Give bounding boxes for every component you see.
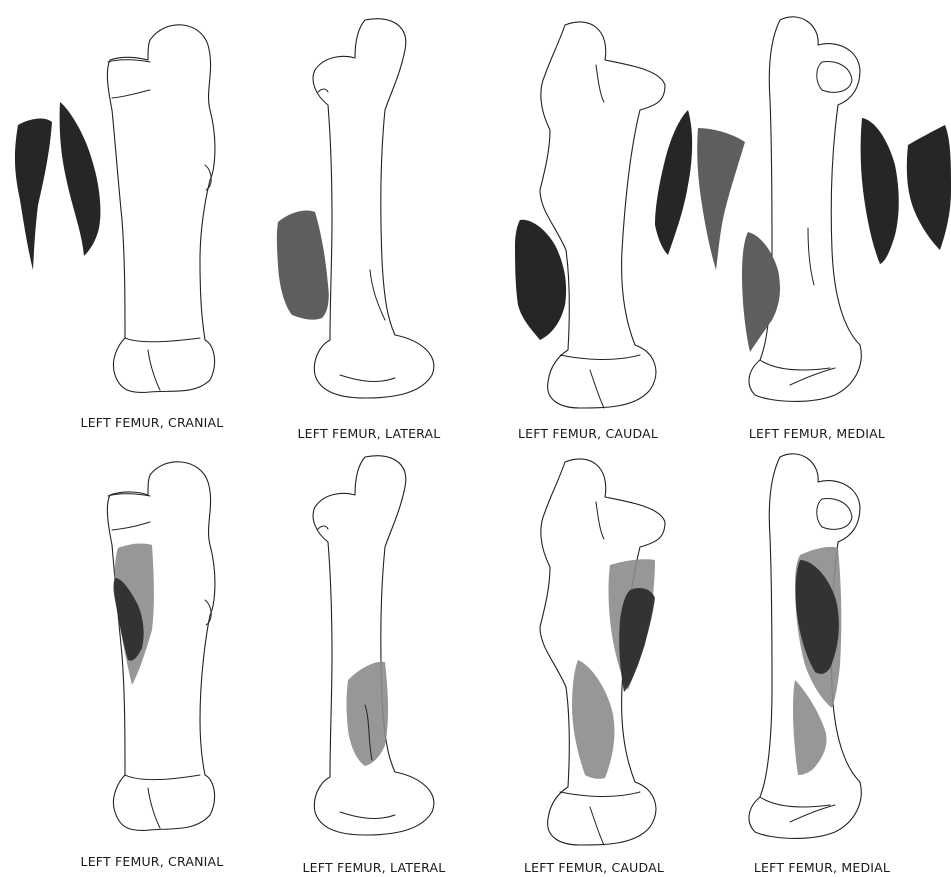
femur-outline-caudal [540, 459, 665, 845]
caption: LEFT FEMUR, CAUDAL [518, 426, 658, 441]
caption: LEFT FEMUR, CAUDAL [524, 860, 664, 875]
fragment-1 [15, 118, 52, 270]
fragment-8 [861, 118, 899, 264]
caption: LEFT FEMUR, CRANIAL [81, 415, 224, 430]
caption: LEFT FEMUR, LATERAL [298, 426, 441, 441]
femur-outline-cranial [107, 25, 215, 393]
caption: LEFT FEMUR, LATERAL [303, 860, 446, 875]
fragment-5 [655, 110, 692, 255]
femur-outline-medial [749, 17, 861, 402]
row-2: LEFT FEMUR, CRANIAL LEFT FEMUR, LATERAL … [81, 454, 891, 875]
femur-outline-caudal [540, 22, 665, 408]
femur-outline-lateral [313, 456, 434, 835]
panel-medial-row1: LEFT FEMUR, MEDIAL [742, 17, 951, 441]
panel-caudal-row1: LEFT FEMUR, CAUDAL [515, 22, 745, 441]
panel-medial-row2: LEFT FEMUR, MEDIAL [749, 454, 890, 875]
femur-outline-lateral [313, 19, 434, 398]
caption: LEFT FEMUR, CRANIAL [81, 854, 224, 869]
caption: LEFT FEMUR, MEDIAL [749, 426, 885, 441]
panel-cranial-row2: LEFT FEMUR, CRANIAL [81, 462, 224, 869]
fragment-3 [277, 210, 329, 319]
fragment-6 [697, 128, 745, 270]
row-1: LEFT FEMUR, CRANIAL LEFT FEMUR, LATERAL … [15, 17, 951, 441]
fragment-9 [907, 125, 951, 250]
fragment-2 [60, 102, 101, 256]
femur-outline-cranial [107, 462, 215, 831]
panel-cranial-row1: LEFT FEMUR, CRANIAL [15, 25, 224, 430]
panel-caudal-row2: LEFT FEMUR, CAUDAL [524, 459, 665, 875]
panel-lateral-row2: LEFT FEMUR, LATERAL [303, 456, 446, 875]
panel-lateral-row1: LEFT FEMUR, LATERAL [277, 19, 441, 441]
fragment-4 [515, 220, 566, 340]
caption: LEFT FEMUR, MEDIAL [754, 860, 890, 875]
mapped-region-dark [619, 588, 655, 692]
